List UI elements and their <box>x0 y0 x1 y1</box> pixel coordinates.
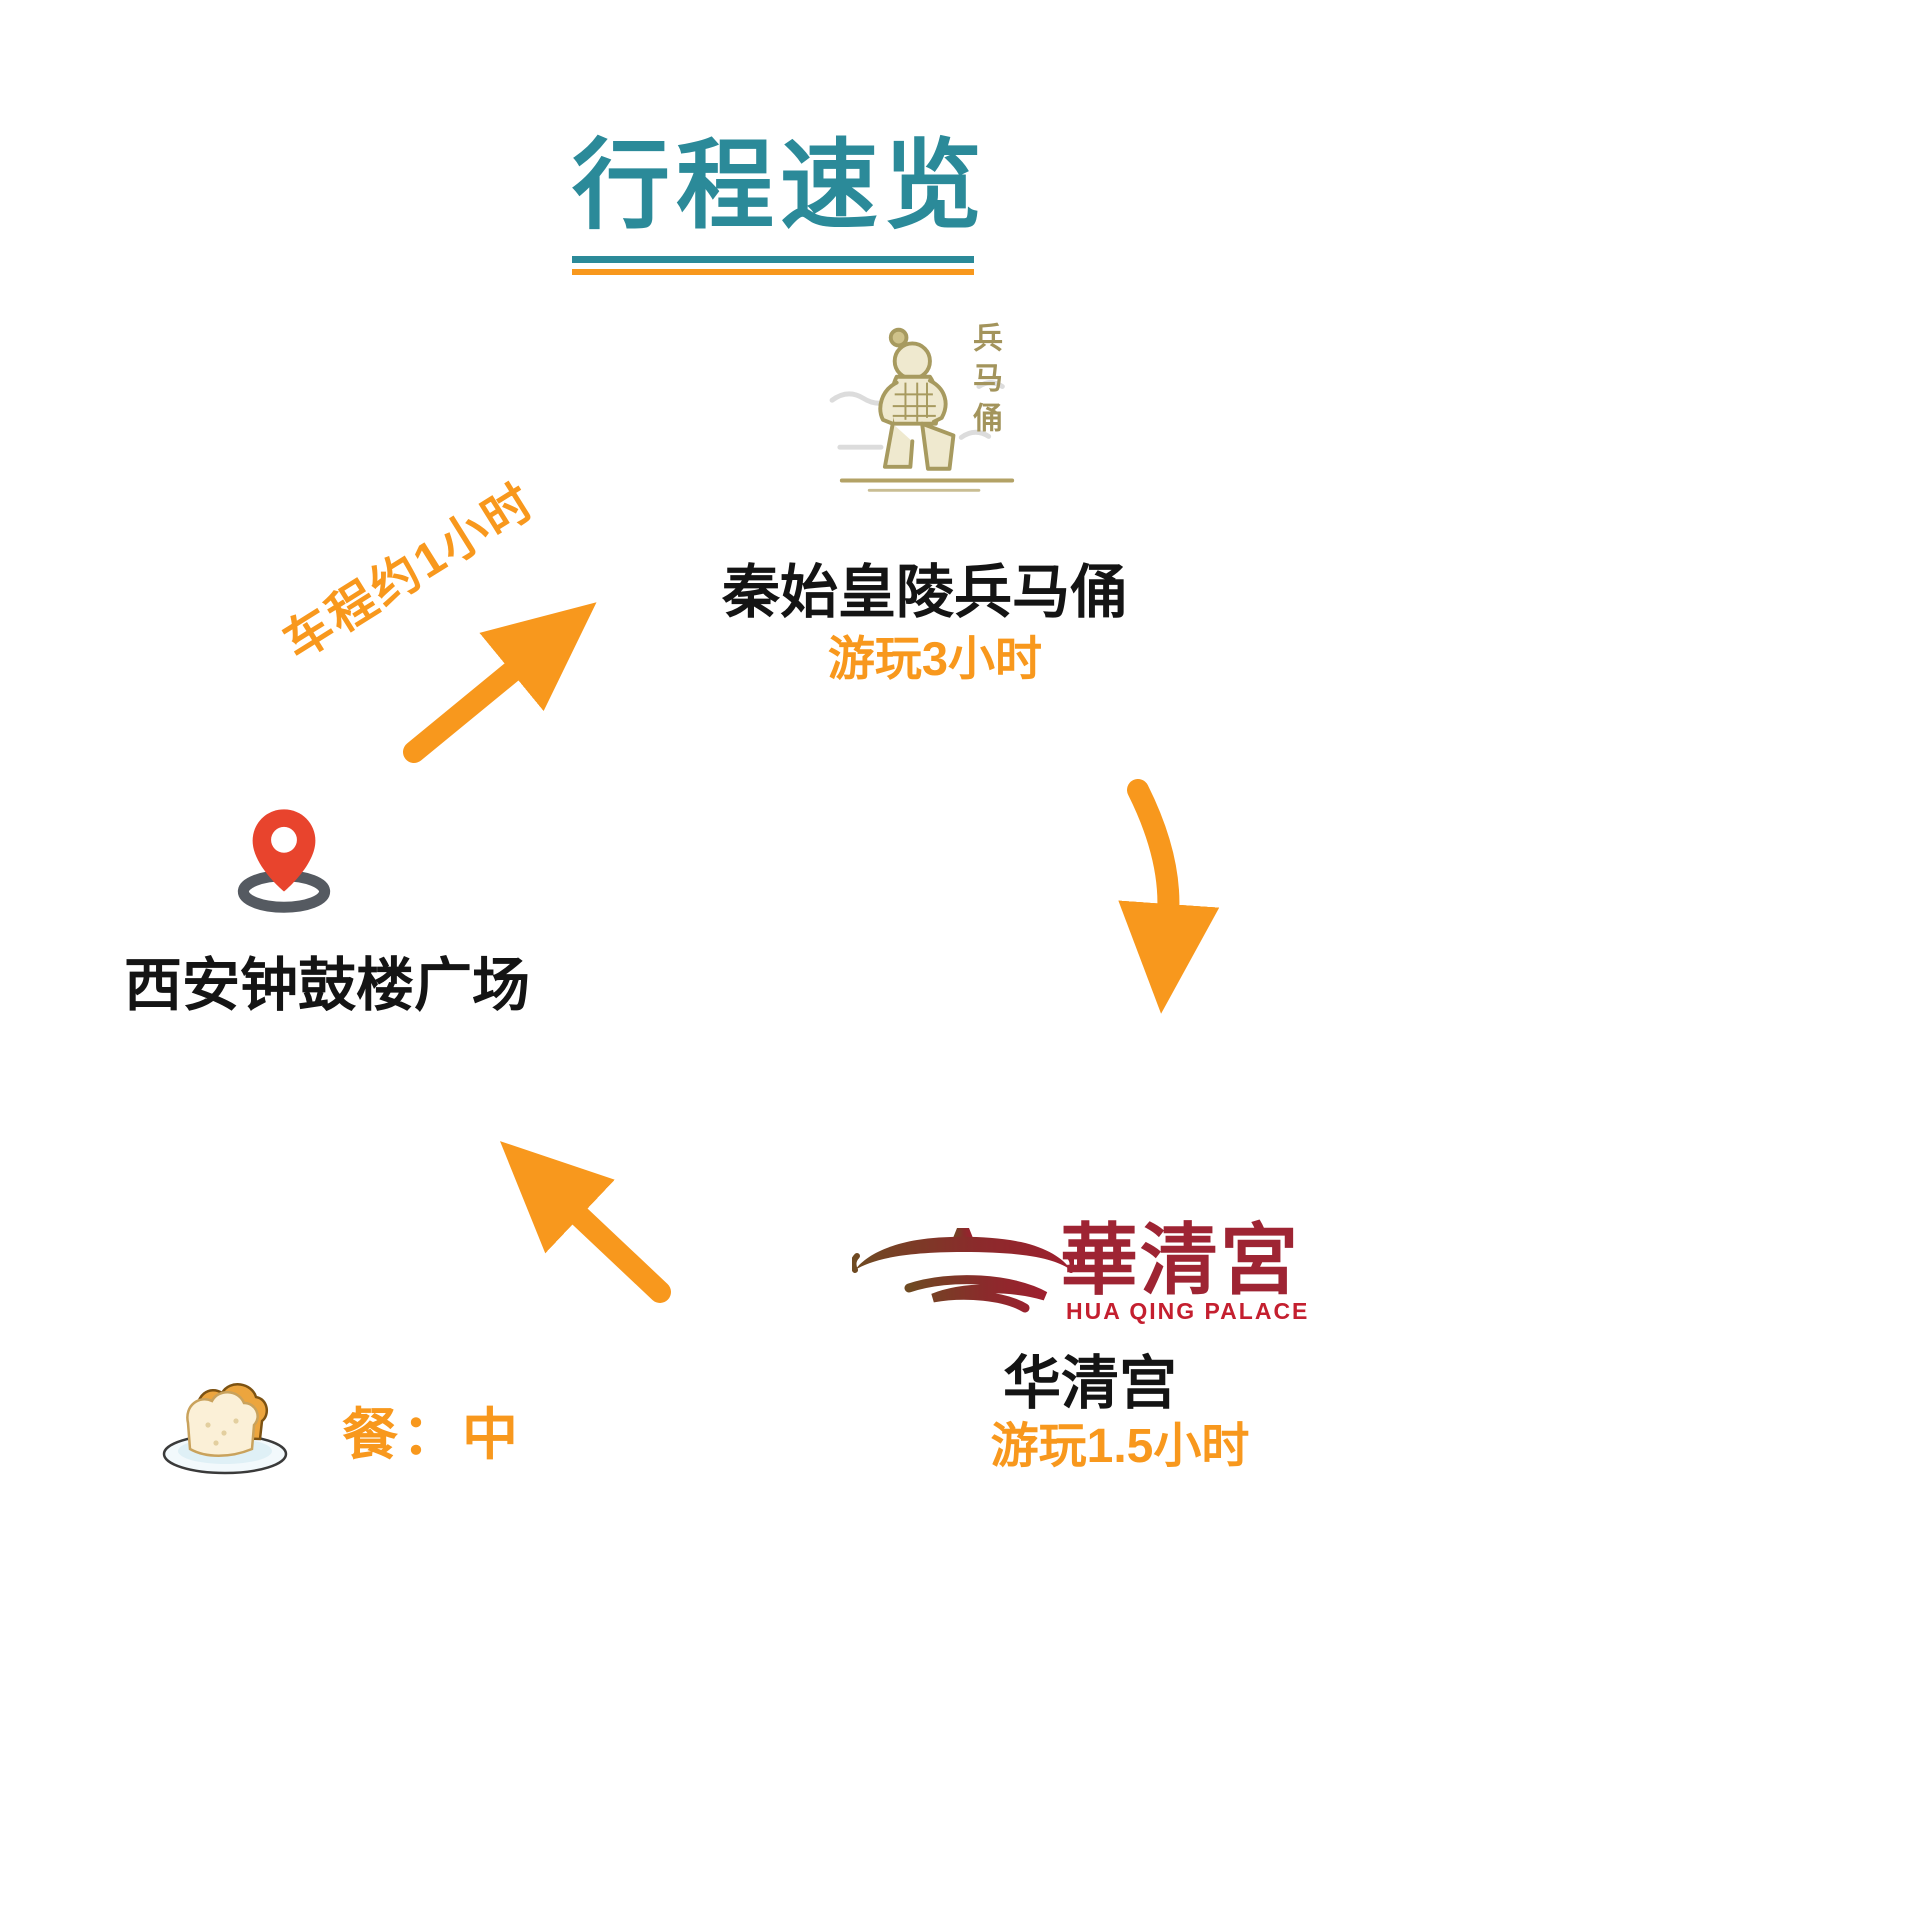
location-pin-icon <box>224 798 344 914</box>
stop-duration-huaqing: 游玩1.5小时 <box>990 1420 1250 1473</box>
stop-duration-terracotta: 游玩3小时 <box>827 632 1043 685</box>
warrior-calligraphy-text: 兵马俑 <box>967 322 1002 442</box>
route-arrow-terracotta-to-huaqing <box>1118 779 1220 1014</box>
huaqing-logo-en-text: HUA QING PALACE <box>1066 1298 1310 1324</box>
stop-name-terracotta: 秦始皇陵兵马俑 <box>721 560 1128 625</box>
huaqing-logo-cn-text: 華清宮 <box>1060 1215 1301 1306</box>
stop-name-huaqing: 华清宫 <box>1002 1351 1177 1416</box>
meal-label: 餐：中 <box>342 1403 522 1466</box>
route-arrow-belltower-to-terracotta <box>403 602 597 763</box>
title-underline-secondary <box>572 269 974 275</box>
title-underline-primary <box>572 256 974 263</box>
page-title: 行程速览 <box>571 130 988 240</box>
bread-icon <box>158 1363 292 1477</box>
huaqing-palace-logo <box>850 1222 1076 1322</box>
stop-name-belltower: 西安钟鼓楼广场 <box>123 953 530 1018</box>
terracotta-warrior-icon <box>812 318 1042 504</box>
route-arrow-huaqing-to-belltower <box>499 1141 671 1303</box>
